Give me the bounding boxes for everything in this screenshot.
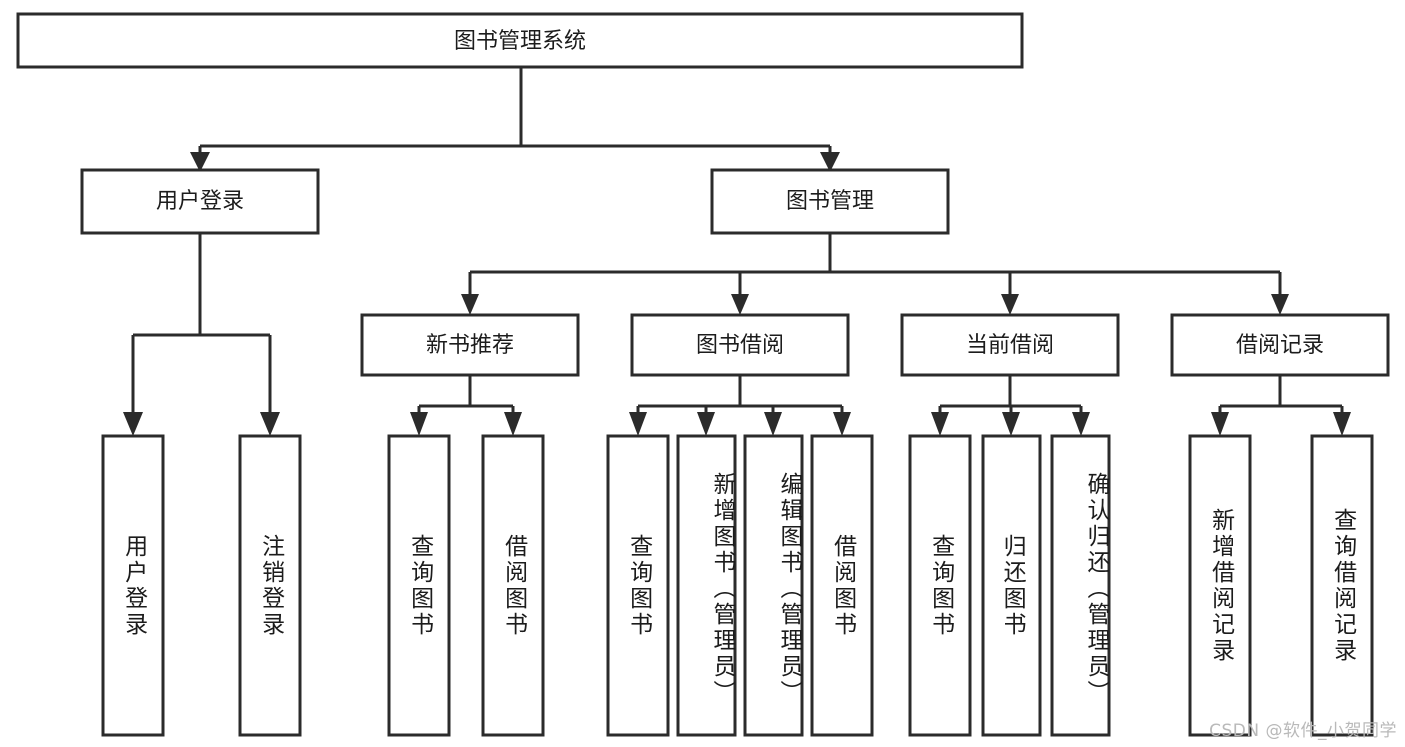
node-leaf-query-book-3-label: 查询图书: [927, 533, 954, 638]
node-leaf-logout-label: 注销登录: [257, 533, 284, 638]
node-leaf-borrow-book-1-label: 借阅图书: [500, 533, 527, 638]
node-leaf-borrow-book-2-box[interactable]: [810, 434, 874, 737]
node-l3-borrow-box[interactable]: [630, 313, 850, 377]
node-l2-user-login-box[interactable]: [80, 168, 320, 235]
node-leaf-add-book-label: 新增图书（管理员）: [709, 471, 735, 706]
node-leaf-logout-box[interactable]: [238, 434, 302, 737]
arrow-head-book-mgmt: [820, 152, 840, 172]
node-leaf-return-book-label: 归还图书: [999, 533, 1026, 638]
node-l3-borrow[interactable]: 图书借阅: [630, 313, 850, 377]
node-leaf-confirm-return-textwrap: 确认归还（管理员）: [1083, 471, 1109, 706]
node-leaf-query-record-textwrap: 查询借阅记录: [1329, 507, 1356, 664]
node-leaf-user-login[interactable]: 用户登录: [101, 434, 165, 737]
node-leaf-user-login-label: 用户登录: [120, 533, 147, 638]
arrow-head-current: [1001, 294, 1019, 315]
arrow-head-leaf-user-login: [123, 412, 143, 436]
arrow-head-leaf-query-record: [1333, 412, 1351, 436]
arrow-head-new-book: [461, 294, 479, 315]
node-leaf-logout-textwrap: 注销登录: [257, 533, 284, 638]
node-leaf-add-book-textwrap: 新增图书（管理员）: [709, 471, 735, 706]
node-leaf-return-book-textwrap: 归还图书: [999, 533, 1026, 638]
node-leaf-query-record[interactable]: 查询借阅记录: [1310, 434, 1374, 737]
node-leaf-add-record[interactable]: 新增借阅记录: [1188, 434, 1252, 737]
node-l3-borrow-label: 图书借阅: [696, 333, 784, 358]
node-leaf-edit-book-textwrap: 编辑图书（管理员）: [776, 471, 802, 706]
arrow-head-leaf-query-book-3: [931, 412, 949, 436]
arrow-head-record: [1271, 294, 1289, 315]
node-l3-new-book[interactable]: 新书推荐: [360, 313, 580, 377]
node-leaf-borrow-book-2-label: 借阅图书: [829, 533, 856, 638]
node-leaf-edit-book-box[interactable]: [743, 434, 804, 737]
node-leaf-query-book-2[interactable]: 查询图书: [606, 434, 670, 737]
node-l3-record[interactable]: 借阅记录: [1170, 313, 1390, 377]
node-l2-book-mgmt[interactable]: 图书管理: [710, 168, 950, 235]
node-leaf-edit-book-label: 编辑图书（管理员）: [776, 471, 802, 706]
arrow-head-leaf-borrow-book-1: [504, 412, 522, 436]
arrow-head-leaf-edit-book: [764, 412, 782, 436]
node-leaf-query-book-3-box[interactable]: [908, 434, 972, 737]
node-leaf-query-book-2-box[interactable]: [606, 434, 670, 737]
node-leaf-add-book-box[interactable]: [676, 434, 737, 737]
node-leaf-confirm-return-box[interactable]: [1050, 434, 1111, 737]
node-leaf-edit-book[interactable]: 编辑图书（管理员）: [743, 434, 804, 737]
node-leaf-query-book-1[interactable]: 查询图书: [387, 434, 451, 737]
node-l2-book-mgmt-label: 图书管理: [786, 189, 874, 214]
node-leaf-borrow-book-1-textwrap: 借阅图书: [500, 533, 527, 638]
node-leaf-query-book-3-textwrap: 查询图书: [927, 533, 954, 638]
node-leaf-borrow-book-2[interactable]: 借阅图书: [810, 434, 874, 737]
arrow-head-leaf-add-book: [697, 412, 715, 436]
arrow-head-leaf-query-book-2: [629, 412, 647, 436]
node-leaf-borrow-book-1-box[interactable]: [481, 434, 545, 737]
node-l3-current-box[interactable]: [900, 313, 1120, 377]
node-leaf-query-book-2-textwrap: 查询图书: [625, 533, 652, 638]
node-leaf-borrow-book-1[interactable]: 借阅图书: [481, 434, 545, 737]
arrow-head-leaf-query-book-1: [410, 412, 428, 436]
arrow-head-leaf-confirm-return: [1072, 412, 1090, 436]
node-leaf-add-record-label: 新增借阅记录: [1207, 507, 1234, 664]
node-leaf-user-login-box[interactable]: [101, 434, 165, 737]
node-leaf-query-book-1-box[interactable]: [387, 434, 451, 737]
arrow-head-leaf-return-book: [1002, 412, 1020, 436]
node-leaf-confirm-return[interactable]: 确认归还（管理员）: [1050, 434, 1111, 737]
node-l2-user-login[interactable]: 用户登录: [80, 168, 320, 235]
node-leaf-add-record-textwrap: 新增借阅记录: [1207, 507, 1234, 664]
connectors-layer: [123, 67, 1351, 436]
node-leaf-query-book-1-textwrap: 查询图书: [406, 533, 433, 638]
node-leaf-add-record-box[interactable]: [1188, 434, 1252, 737]
node-root-box[interactable]: [16, 12, 1024, 69]
node-l3-record-box[interactable]: [1170, 313, 1390, 377]
node-leaf-return-book-box[interactable]: [981, 434, 1042, 737]
node-l3-current-label: 当前借阅: [966, 333, 1054, 358]
node-leaf-confirm-return-label: 确认归还（管理员）: [1083, 471, 1109, 706]
node-leaf-query-book-1-label: 查询图书: [406, 533, 433, 638]
arrow-head-leaf-logout: [260, 412, 280, 436]
node-l3-current[interactable]: 当前借阅: [900, 313, 1120, 377]
arrow-head-borrow: [731, 294, 749, 315]
node-l2-book-mgmt-box[interactable]: [710, 168, 950, 235]
node-l3-new-book-box[interactable]: [360, 313, 580, 377]
node-l3-record-label: 借阅记录: [1236, 333, 1324, 358]
node-leaf-borrow-book-2-textwrap: 借阅图书: [829, 533, 856, 638]
node-leaf-return-book[interactable]: 归还图书: [981, 434, 1042, 737]
arrow-head-leaf-borrow-book-2: [833, 412, 851, 436]
node-leaf-query-record-box[interactable]: [1310, 434, 1374, 737]
node-leaf-logout[interactable]: 注销登录: [238, 434, 302, 737]
node-root-label: 图书管理系统: [454, 29, 586, 54]
node-leaf-user-login-textwrap: 用户登录: [120, 533, 147, 638]
node-l3-new-book-label: 新书推荐: [426, 333, 514, 358]
node-leaf-query-book-3[interactable]: 查询图书: [908, 434, 972, 737]
arrow-head-user-login: [190, 152, 210, 172]
node-l2-user-login-label: 用户登录: [156, 189, 244, 214]
node-leaf-query-book-2-label: 查询图书: [625, 533, 652, 638]
nodes-layer: 图书管理系统 用户登录 图书管理 新书推荐 图书借阅: [16, 12, 1390, 737]
node-root[interactable]: 图书管理系统: [16, 12, 1024, 69]
arrow-head-leaf-add-record: [1211, 412, 1229, 436]
node-leaf-add-book[interactable]: 新增图书（管理员）: [676, 434, 737, 737]
node-leaf-query-record-label: 查询借阅记录: [1329, 507, 1356, 664]
